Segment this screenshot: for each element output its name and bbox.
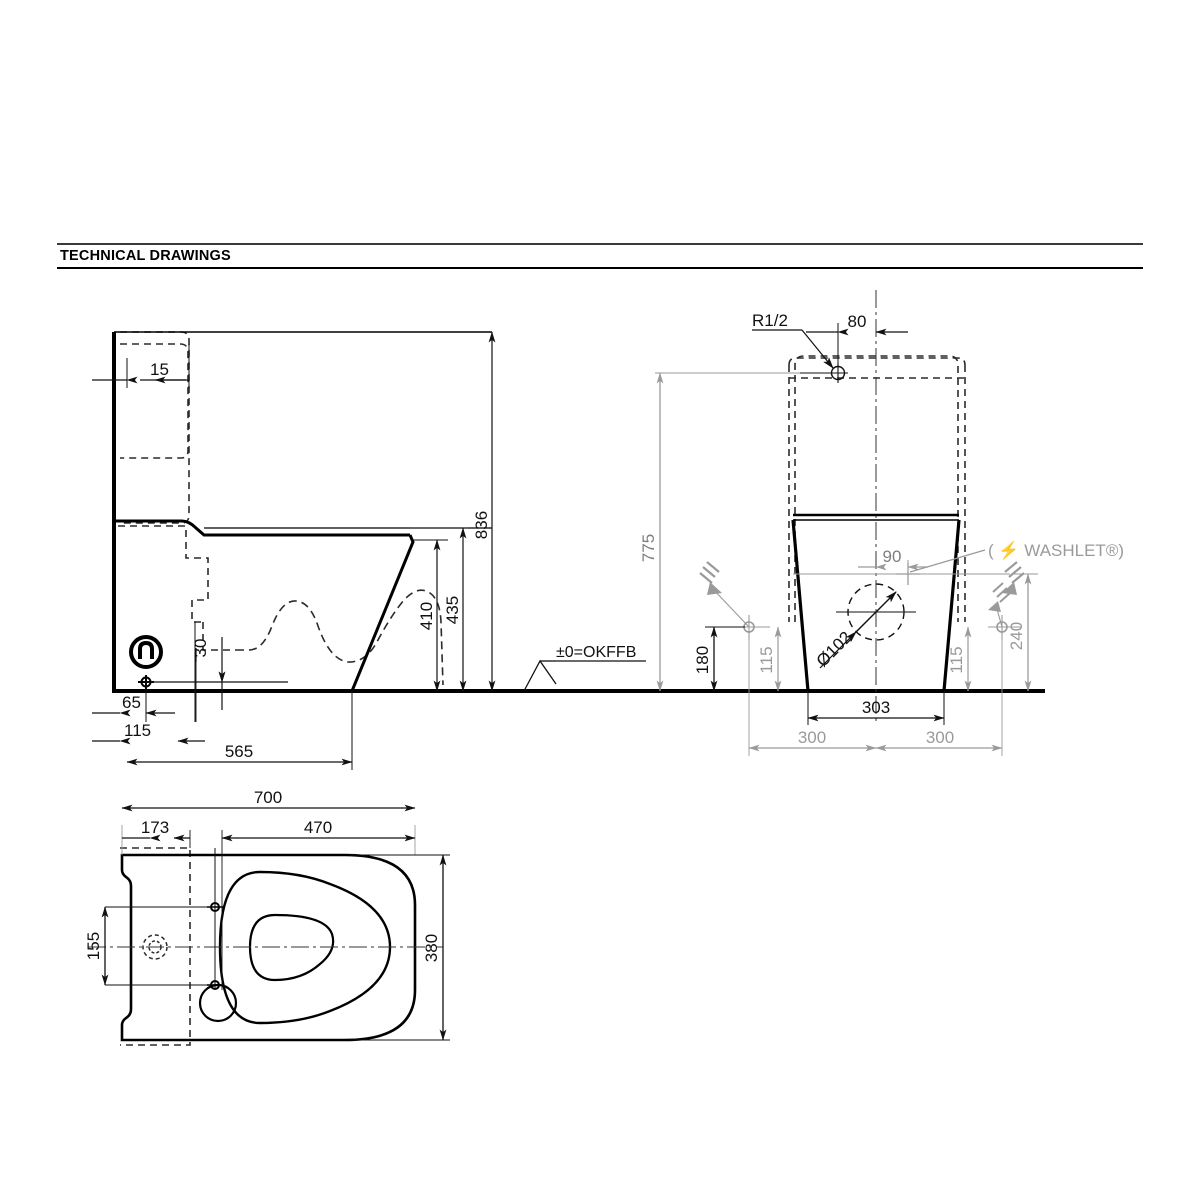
side-elevation-drawing: ±0=OKFFB 15 836 435 <box>92 331 1045 770</box>
dimension-300-left-label: 300 <box>798 728 826 747</box>
dimension-410-label: 410 <box>417 602 436 630</box>
spray-leader-left <box>711 587 750 628</box>
spray-leader-right <box>996 608 1003 628</box>
plan-view-drawing: 700 173 470 155 <box>84 788 450 1046</box>
dimension-240-label: 240 <box>1007 622 1026 650</box>
bowl-right-profile-front <box>942 519 961 692</box>
dimension-115-front-left-label: 115 <box>757 646 776 673</box>
dimension-115-side: 115 <box>92 721 205 745</box>
dimension-115-front-left: 115 <box>757 626 782 692</box>
dimension-65-label: 65 <box>122 693 141 712</box>
drawing-canvas: ±0=OKFFB 15 836 435 <box>0 270 1200 1080</box>
dimension-775-label: 775 <box>639 534 658 562</box>
washlet-connection-point <box>793 563 1010 585</box>
outlet-plan-symbol <box>142 934 168 960</box>
hidden-body-outline <box>118 525 209 623</box>
dimension-700-label: 700 <box>254 788 282 807</box>
dimension-380-label: 380 <box>422 934 441 962</box>
dimension-30-label: 30 <box>191 639 210 658</box>
dimension-80-label: 80 <box>848 312 867 331</box>
dimension-700: 700 <box>121 788 416 855</box>
dimension-300-right-label: 300 <box>926 728 954 747</box>
dimension-470-label: 470 <box>304 818 332 837</box>
spray-icon-left <box>699 561 722 595</box>
dimension-435: 435 <box>410 527 468 692</box>
dimension-300-right: 300 <box>875 630 1003 756</box>
dimension-775: 775 <box>639 372 800 692</box>
hidden-body-lower-outline <box>202 622 236 651</box>
dimension-565: 565 <box>126 691 353 770</box>
r12-label: R1/2 <box>752 311 788 330</box>
dimension-303-label: 303 <box>862 698 890 717</box>
bowl-left-profile-front <box>791 519 810 692</box>
dimension-565-label: 565 <box>225 742 253 761</box>
outlet-diameter-label: Ø102 <box>813 628 856 671</box>
bowl-top-profile <box>114 519 410 537</box>
dimension-300-left: 300 <box>748 630 877 756</box>
dimension-15: 15 <box>92 344 190 388</box>
dimension-115-front-right-label: 115 <box>947 646 966 673</box>
hidden-trapway <box>236 589 444 686</box>
bowl-plan-outline <box>120 853 417 1042</box>
dimension-155-label: 155 <box>84 932 103 960</box>
dimension-80: 80 <box>806 312 908 370</box>
spray-icon-center-right <box>988 582 1011 612</box>
dimension-470: 470 <box>221 818 416 990</box>
dimension-173-label: 173 <box>141 818 169 837</box>
page-title: TECHNICAL DRAWINGS <box>60 248 231 264</box>
dimension-303: 303 <box>807 691 945 725</box>
okffb-label: ±0=OKFFB <box>556 644 636 661</box>
r12-note: R1/2 <box>752 311 834 369</box>
dimension-115-front-right: 115 <box>947 626 972 692</box>
front-elevation-drawing: R1/2 Ø102 ( ⚡ WASHLET®) <box>639 290 1124 756</box>
bowl-opening-plan <box>248 913 335 982</box>
dimension-836-label: 836 <box>472 511 491 539</box>
dimension-155: 155 <box>84 906 109 986</box>
dimension-410: 410 <box>413 539 448 692</box>
okffb-note: ±0=OKFFB <box>523 644 646 692</box>
dimension-180-label: 180 <box>693 646 712 674</box>
dimension-65: 65 <box>92 682 175 722</box>
dimension-173: 173 <box>122 818 191 848</box>
supply-hole-plan <box>198 983 238 1023</box>
dimension-435-label: 435 <box>443 596 462 624</box>
dimension-15-label: 15 <box>150 360 169 379</box>
dimension-90-label: 90 <box>883 547 902 566</box>
hidden-tank-outer-front <box>788 357 966 622</box>
dimension-180: 180 <box>693 626 745 692</box>
flush-connector-icon <box>129 635 163 669</box>
dimension-115-side-label: 115 <box>124 721 151 740</box>
outlet-circle-front: Ø102 <box>813 583 916 671</box>
bowl-front-profile <box>350 534 415 692</box>
dimension-90: 90 <box>858 547 928 582</box>
spray-icon-right <box>1002 561 1025 595</box>
washlet-note: ( ⚡ WASHLET®) <box>909 540 1124 573</box>
technical-drawing-svg: ±0=OKFFB 15 836 435 <box>84 290 1124 1046</box>
dimension-30: 30 <box>191 622 226 722</box>
section-header: TECHNICAL DRAWINGS <box>57 243 1143 269</box>
hidden-cistern-outline <box>120 343 189 459</box>
dimension-380: 380 <box>350 854 450 1041</box>
dimension-836: 836 <box>472 331 496 692</box>
dimension-240: 240 <box>1007 573 1038 692</box>
washlet-label: ( ⚡ WASHLET®) <box>988 540 1124 561</box>
